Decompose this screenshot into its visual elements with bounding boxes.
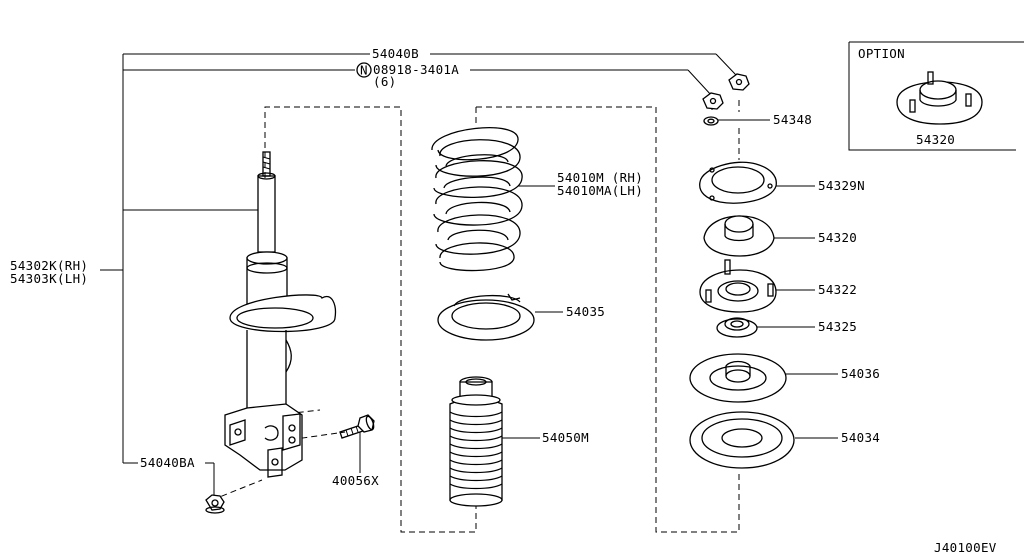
- label-option-54320: 54320: [916, 132, 955, 147]
- mount-plate-54329N: [699, 161, 777, 204]
- label-54034: 54034: [841, 430, 880, 445]
- label-54302K: 54302K(RH): [10, 258, 88, 273]
- label-54320: 54320: [818, 230, 857, 245]
- part-labels: 54040B N 08918-3401A (6) 54348 54329N 54…: [10, 46, 997, 555]
- label-54322: 54322: [818, 282, 857, 297]
- dust-boot: [449, 376, 503, 507]
- label-54050M: 54050M: [542, 430, 589, 445]
- label-54035: 54035: [566, 304, 605, 319]
- coil-spring: [431, 127, 523, 272]
- nut-08918-3401A: [702, 92, 724, 110]
- leader-lines: [100, 53, 838, 498]
- top-nut-54040B: [728, 73, 750, 91]
- label-08918-3401A: 08918-3401A: [373, 62, 459, 77]
- spring-insulator-54034: [689, 411, 795, 469]
- n-circle-symbol: [356, 62, 372, 78]
- lower-spring-seat: [229, 294, 337, 333]
- label-n-symbol: N: [360, 63, 368, 78]
- diagram-id: J40100EV: [934, 540, 997, 555]
- label-54010M: 54010M (RH): [557, 170, 643, 185]
- label-40056X: 40056X: [332, 473, 379, 488]
- washer-54348: [703, 116, 719, 126]
- option-title: OPTION: [858, 46, 905, 61]
- label-54040B: 54040B: [372, 46, 419, 61]
- label-54329N: 54329N: [818, 178, 865, 193]
- upper-spring-seat-54036: [689, 353, 787, 403]
- option-box: [848, 41, 1024, 151]
- bearing-54325: [716, 317, 758, 338]
- label-54303K: 54303K(LH): [10, 271, 88, 286]
- label-54036: 54036: [841, 366, 880, 381]
- option-strut-mount-54320: [896, 71, 983, 125]
- strut-mount-54322: [699, 259, 777, 313]
- label-54010MA: 54010MA(LH): [557, 183, 643, 198]
- label-08918-qty: (6): [373, 74, 396, 89]
- label-54325: 54325: [818, 319, 857, 334]
- spring-seat-rubber: [437, 293, 535, 341]
- label-54040BA: 54040BA: [140, 455, 195, 470]
- strut-lower-body: [246, 330, 287, 416]
- strut-mount-54320: [703, 215, 775, 257]
- label-54348: 54348: [773, 112, 812, 127]
- strut-assembly: [224, 151, 337, 478]
- flange-nut-54040BA: [205, 494, 225, 514]
- piston-rod: [257, 175, 276, 253]
- bolt-40056X: [339, 414, 375, 439]
